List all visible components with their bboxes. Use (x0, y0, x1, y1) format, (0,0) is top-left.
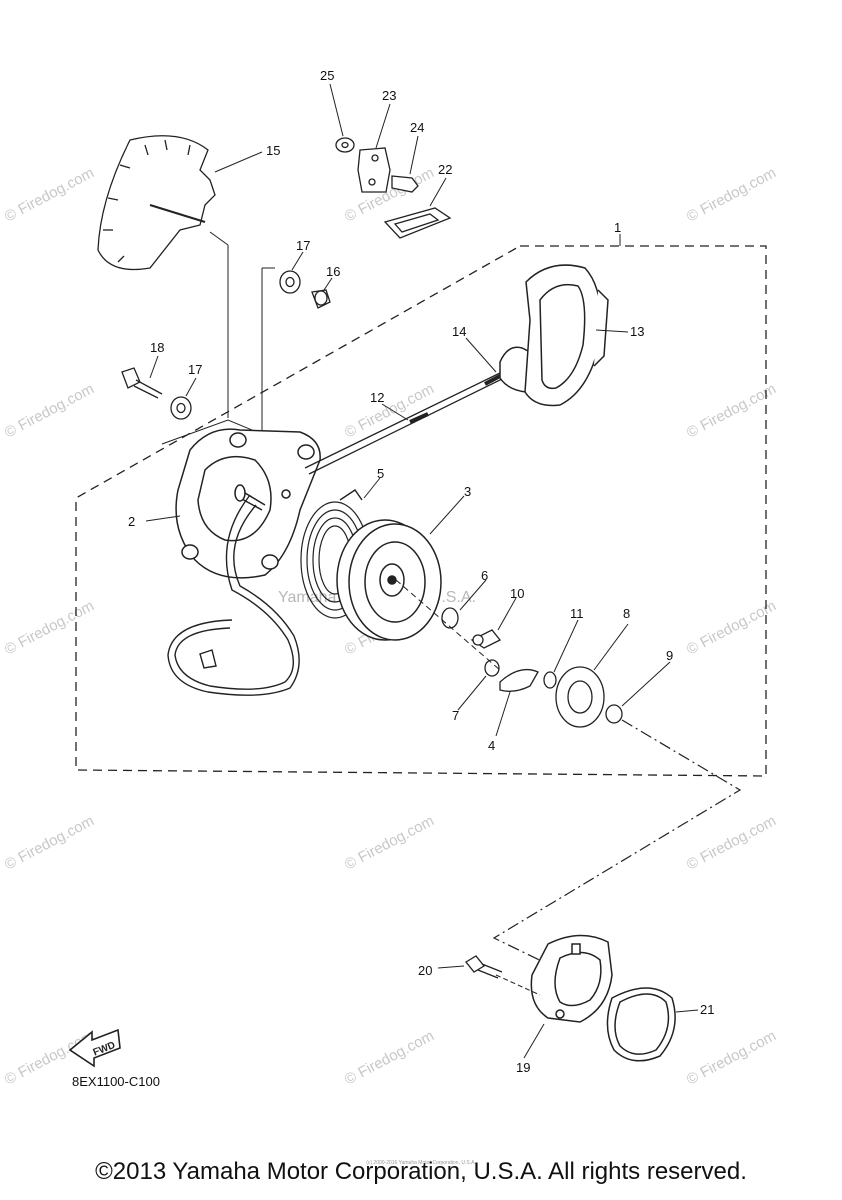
leader-13 (595, 329, 629, 333)
callout-4: 4 (488, 738, 495, 753)
ref-line-15 (209, 231, 229, 246)
leader-23 (375, 103, 391, 149)
leader-12 (381, 403, 409, 421)
clamp-group (335, 137, 452, 239)
axis-line (395, 579, 501, 671)
leader-5 (363, 477, 381, 499)
callout-21: 21 (700, 1002, 714, 1017)
watermark: © Firedog.com (684, 164, 779, 225)
leader-4 (495, 691, 511, 737)
starter-handle (499, 264, 609, 407)
callout-20: 20 (418, 963, 432, 978)
watermark: © Firedog.com (2, 380, 97, 441)
callout-19: 19 (516, 1060, 530, 1075)
leader-3 (429, 495, 465, 535)
leader-9 (621, 661, 671, 707)
leader-18 (149, 355, 159, 379)
leader-6 (459, 579, 487, 611)
leader-24 (409, 135, 419, 175)
copyright-notice: ©2013 Yamaha Motor Corporation, U.S.A. A… (95, 1158, 747, 1185)
callout-22: 22 (438, 162, 452, 177)
callout-18: 18 (150, 340, 164, 355)
callout-10: 10 (510, 586, 524, 601)
leader-2 (145, 515, 181, 522)
watermark: © Firedog.com (2, 597, 97, 658)
leader-17a (291, 251, 304, 271)
callout-7: 7 (452, 708, 459, 723)
assembly-dashed-outline (75, 245, 767, 777)
callout-17a: 17 (296, 238, 310, 253)
watermark: © Firedog.com (684, 597, 779, 658)
watermark: © Firedog.com (684, 1027, 779, 1088)
callout-1: 1 (614, 220, 621, 235)
leader-21 (675, 1009, 699, 1013)
callout-17b: 17 (188, 362, 202, 377)
leader-16 (323, 277, 333, 291)
leader-20 (437, 965, 465, 969)
leader-14 (465, 337, 497, 373)
bolt-axis (495, 974, 541, 996)
pulley (336, 519, 442, 641)
callout-25: 25 (320, 68, 334, 83)
callout-11: 11 (570, 606, 584, 621)
callout-9: 9 (666, 648, 673, 663)
callout-6: 6 (481, 568, 488, 583)
gasket (606, 987, 676, 1062)
leader-7 (457, 675, 487, 711)
leader-15 (214, 151, 263, 173)
watermark: © Firedog.com (342, 812, 437, 873)
diagram-code: 8EX1100-C100 (72, 1074, 160, 1089)
fwd-arrow-icon: FWD (68, 1028, 121, 1068)
starter-rope (167, 494, 300, 696)
callout-12: 12 (370, 390, 384, 405)
watermark: © Firedog.com (684, 812, 779, 873)
callout-15: 15 (266, 143, 280, 158)
leader-10 (497, 597, 517, 631)
callout-14: 14 (452, 324, 466, 339)
leader-17b (185, 377, 197, 397)
leader-19 (523, 1023, 545, 1059)
small-parts (441, 607, 623, 728)
callout-2: 2 (128, 514, 135, 529)
callout-3: 3 (464, 484, 471, 499)
watermark: © Firedog.com (2, 812, 97, 873)
callout-5: 5 (377, 466, 384, 481)
callout-16: 16 (326, 264, 340, 279)
housing (530, 934, 613, 1023)
bolt-collar-left (121, 367, 192, 420)
watermark: © Firedog.com (684, 380, 779, 441)
leader-8 (593, 623, 629, 671)
callout-23: 23 (382, 88, 396, 103)
callout-24: 24 (410, 120, 424, 135)
mount-bolt (465, 955, 503, 979)
watermark: © Firedog.com (2, 164, 97, 225)
callout-13: 13 (630, 324, 644, 339)
connector-9-19 (492, 719, 742, 969)
leader-11 (553, 619, 579, 673)
callout-8: 8 (623, 606, 630, 621)
starter-case (175, 428, 321, 579)
leader-25 (329, 83, 344, 137)
ref-line-16 (261, 267, 275, 430)
watermark: © Firedog.com (342, 1027, 437, 1088)
rope-rod (304, 371, 505, 475)
callout-labels: 1 2 3 4 5 6 7 8 9 10 11 12 13 14 15 16 1… (128, 68, 714, 1075)
collar-bolt-group (279, 270, 331, 309)
decal-plate (97, 135, 216, 271)
tiny-copyright-note: (c) 2000-2016 Yamaha Motor Corporation, … (366, 1160, 476, 1166)
leader-22 (429, 177, 447, 207)
